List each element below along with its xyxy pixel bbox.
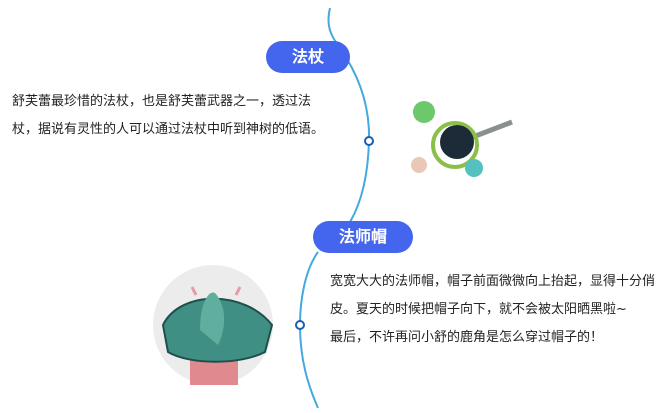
node-dot <box>295 320 305 330</box>
topic-title-hat[interactable]: 法师帽 <box>313 221 413 253</box>
magic-staff-image <box>411 101 513 177</box>
wizard-hat-image <box>153 265 274 385</box>
paragraph: 舒芙蕾最珍惜的法杖，也是舒芙蕾武器之一，透过法杖，据说有灵性的人可以通过法杖中听… <box>12 94 325 137</box>
paragraph: 宽宽大大的法师帽，帽子前面微微向上抬起，显得十分俏皮。夏天的时候把帽子向下，就不… <box>330 274 656 317</box>
paragraph: 最后，不许再问小舒的鹿角是怎么穿过帽子的！ <box>330 330 604 345</box>
topic-text-hat: 宽宽大大的法师帽，帽子前面微微向上抬起，显得十分俏皮。夏天的时候把帽子向下，就不… <box>330 268 655 352</box>
topic-text-staff: 舒芙蕾最珍惜的法杖，也是舒芙蕾武器之一，透过法杖，据说有灵性的人可以通过法杖中听… <box>12 88 334 144</box>
topic-title-staff[interactable]: 法杖 <box>266 41 350 73</box>
node-dot <box>364 136 374 146</box>
